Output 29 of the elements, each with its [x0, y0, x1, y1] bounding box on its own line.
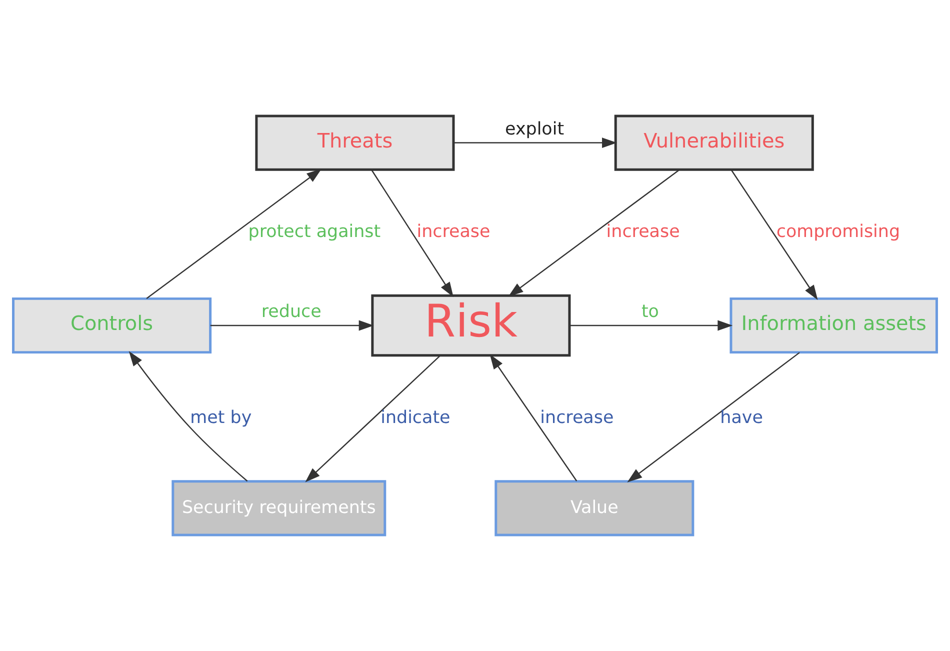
arrow: [210, 320, 374, 331]
arrow: [490, 354, 578, 482]
arrow: [128, 351, 248, 482]
node-box: Vulnerabilities: [614, 114, 814, 171]
arrow: [305, 355, 441, 482]
edge-label: reduce: [261, 302, 322, 322]
edge-label: increase: [416, 222, 490, 242]
edge-label: protect against: [248, 222, 381, 242]
edge-label: increase: [606, 222, 680, 242]
edge-label: met by: [190, 408, 252, 428]
edge-label: to: [641, 302, 659, 322]
edge-label: increase: [540, 408, 614, 428]
arrow: [627, 352, 800, 482]
arrow: [730, 170, 818, 300]
arrow: [570, 320, 733, 331]
edge-label: indicate: [380, 408, 450, 428]
node-box: Controls: [12, 297, 212, 354]
node-box: Threats: [255, 114, 455, 171]
edge-label: have: [720, 408, 763, 428]
arrow: [454, 138, 617, 148]
node-box: Risk: [371, 294, 571, 357]
arrow: [146, 168, 322, 299]
arrow: [508, 169, 680, 297]
edge-label: compromising: [776, 222, 900, 242]
arrow: [371, 170, 454, 298]
node-box: Information assets: [730, 297, 938, 354]
node-box: Security requirements: [172, 480, 386, 536]
node-box: Value: [494, 480, 694, 536]
edge-label: exploit: [505, 119, 564, 140]
